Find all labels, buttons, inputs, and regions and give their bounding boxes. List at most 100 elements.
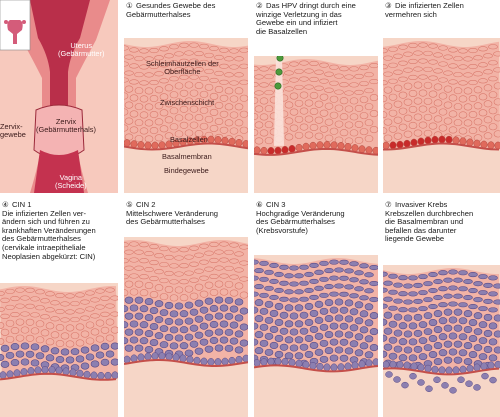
basal-cell (172, 353, 180, 362)
basal-cell (302, 360, 310, 369)
basal-cell (473, 363, 481, 372)
basal-membrane-line (254, 364, 378, 373)
basal-cell (6, 370, 14, 379)
basal-cell (365, 146, 373, 154)
basal-cell (214, 136, 222, 144)
basal-cell (267, 147, 275, 155)
invasive-cell (385, 371, 393, 378)
basal-cell (124, 355, 131, 364)
basal-cell (438, 135, 446, 144)
basal-cell (0, 371, 7, 379)
vagina-label: Vagina (Scheide) (55, 173, 87, 190)
invasive-cell (457, 376, 465, 383)
invasive-cell (441, 382, 449, 389)
stage-text: Die infizierten Zellen vermehren sich (385, 1, 464, 19)
basal-cell (288, 358, 296, 367)
basal-cell (396, 360, 404, 369)
basal-cell (235, 355, 243, 364)
basal-cell (137, 141, 145, 149)
virus-particle-icon (274, 82, 282, 90)
basal-cell (445, 366, 453, 375)
basal-cell (417, 137, 425, 146)
basal-cell (281, 357, 289, 366)
basal-cell (365, 359, 373, 367)
stage-number: ② (256, 1, 263, 10)
basal-cell (403, 139, 411, 148)
basal-cell (151, 141, 159, 150)
basal-cell (97, 371, 105, 380)
invasive-cell (433, 376, 441, 384)
basal-cell (330, 141, 338, 150)
basal-cell (330, 363, 338, 372)
basal-cell (76, 369, 84, 378)
invasive-cell (425, 385, 433, 393)
basal-cell (309, 141, 317, 150)
stage-text: Das HPV dringt durch eine winzige Verlet… (256, 1, 356, 36)
tissue-cross-section (124, 237, 248, 417)
tissue-cross-section (383, 38, 500, 193)
basal-cell (383, 360, 390, 369)
basal-cell (323, 141, 331, 149)
basal-cell (396, 140, 404, 149)
basal-cell (417, 363, 425, 372)
basal-cell (267, 357, 275, 366)
basal-cell (158, 141, 166, 149)
basal-cell (473, 139, 481, 148)
basal-cell (124, 139, 131, 147)
basal-cell (438, 366, 446, 375)
basal-cell (130, 354, 138, 363)
basal-cell (200, 357, 208, 366)
cervix-tissue-label: Zervix- gewebe (0, 122, 26, 139)
basal-cell (111, 371, 118, 380)
uterus-inset-icon (4, 20, 26, 44)
layer-label-basalzellen: Basalzellen (170, 135, 208, 144)
tissue-cross-section (124, 38, 248, 193)
basal-cell (260, 146, 268, 155)
tissue-cross-section (254, 255, 378, 417)
stage-number: ③ (385, 1, 392, 10)
stage-number: ① (126, 1, 133, 10)
basal-cell (130, 140, 138, 148)
stage-text: Gesundes Gewebe des Gebärmutterhalses (126, 1, 216, 19)
basal-cell (480, 140, 488, 149)
basal-cell (158, 352, 166, 360)
stage-number: ⑥ (256, 200, 263, 209)
basal-cell (452, 136, 460, 145)
basal-cell (389, 360, 397, 369)
stage-text: Invasiver Krebs Krebszellen durchbrechen… (385, 200, 474, 244)
basal-cell (466, 364, 474, 373)
basal-cell (494, 141, 500, 150)
basal-cell (281, 146, 289, 154)
basal-cell (288, 145, 296, 153)
basal-cell (274, 357, 282, 366)
layer-label-schleimhaut: Schleimhautzellen der Oberfläche (146, 59, 219, 76)
basal-membrane-line (0, 372, 117, 381)
epithelial-cells (383, 42, 500, 150)
anatomy-panel: Uterus (Gebärmutter) Zervix (Gebärmutter… (0, 0, 118, 193)
invasive-cell (409, 372, 417, 380)
basal-cell (351, 144, 359, 152)
basal-cell (137, 353, 145, 362)
invasive-cell (473, 384, 481, 391)
basal-cell (27, 367, 35, 375)
basal-cell (260, 358, 268, 366)
invasive-cell (393, 376, 401, 383)
basal-cell (309, 361, 317, 370)
basal-cell (410, 362, 418, 371)
basal-cell (207, 358, 215, 366)
invasive-cell (417, 379, 425, 386)
invasive-cell (449, 387, 457, 394)
basal-cell (487, 141, 495, 150)
basal-cell (41, 365, 49, 374)
basal-cell (372, 358, 378, 366)
basal-cell (302, 142, 310, 151)
basal-cell (403, 361, 411, 370)
tissue-cross-section (254, 56, 378, 193)
basal-cell (242, 140, 248, 148)
